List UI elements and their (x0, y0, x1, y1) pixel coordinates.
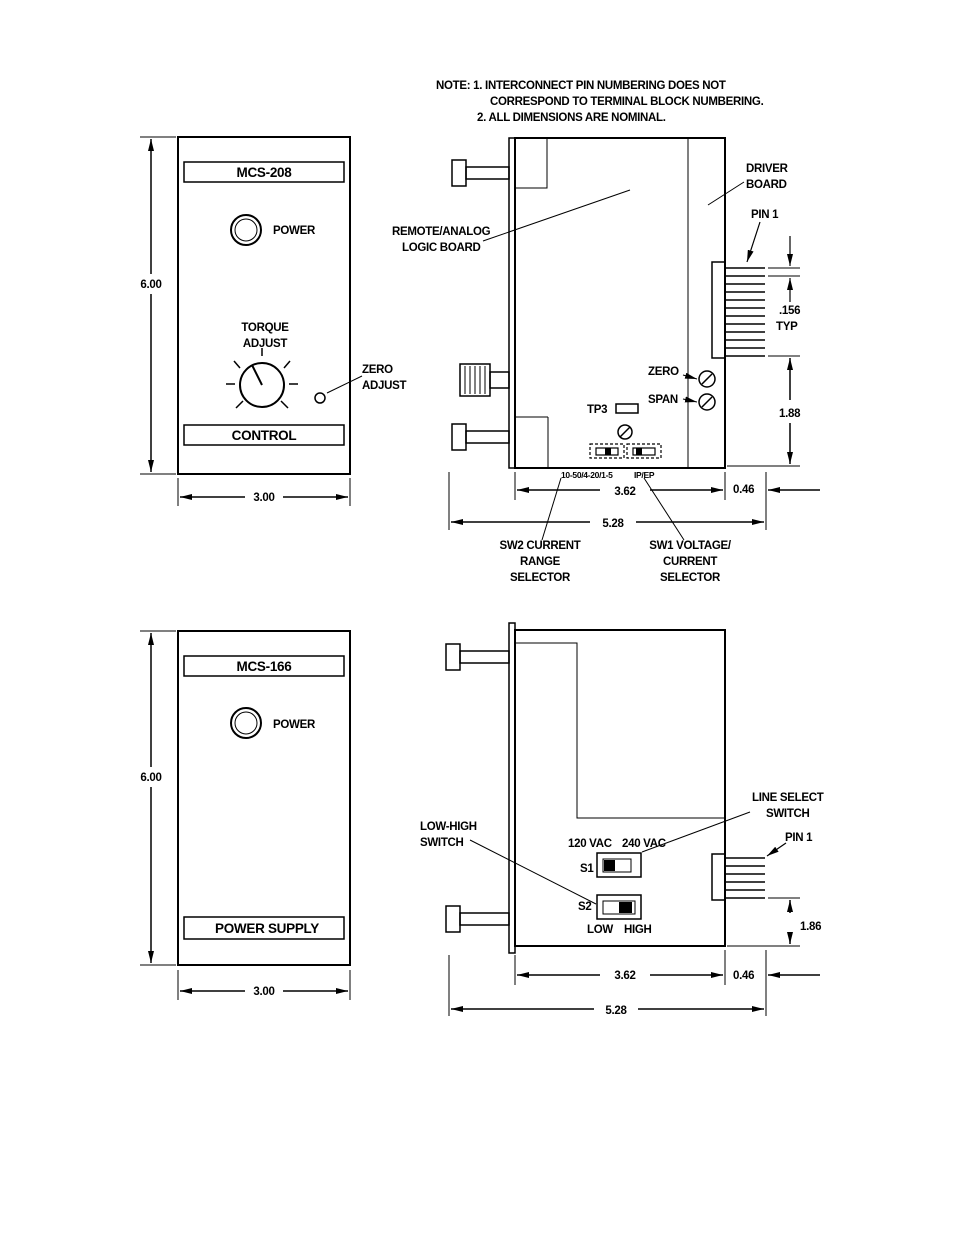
mcs166-height-dim: 6.00 (140, 772, 161, 784)
mcs208-function-label-plate (183, 424, 345, 446)
s1-switch (596, 852, 642, 878)
side1-pin1-label: PIN 1 (751, 209, 779, 221)
pitch-dim: .156 (779, 305, 800, 317)
mcs208-width-dim: 3.00 (253, 492, 274, 504)
line-select-label-1: LINE SELECT (752, 792, 824, 804)
low-label: LOW (587, 924, 613, 936)
sw1-switch (632, 447, 656, 456)
tp3-testpoint (615, 403, 639, 414)
s2-label: S2 (578, 901, 591, 913)
mcs208-torque-label-2: ADJUST (243, 338, 287, 350)
zero-adjust-pot (314, 392, 326, 404)
mcs166-power-led-inner (234, 711, 258, 735)
mcs166-side-view: PIN 1 120 VAC 240 VAC S1 S2 LOW HIGH LIN… (420, 622, 824, 1017)
sw2-caption-3: SELECTOR (510, 572, 571, 584)
sw1-caption-3: SELECTOR (660, 572, 721, 584)
mcs166-model-label: MCS-166 (237, 659, 293, 674)
line-select-label-2: SWITCH (766, 808, 810, 820)
low-high-label-1: LOW-HIGH (420, 821, 477, 833)
sw1-caption-1: SW1 VOLTAGE/ (649, 540, 732, 552)
torque-adjust-knob (226, 348, 298, 409)
side1-zero-label: ZERO (648, 366, 679, 378)
mcs166-dimensions: 6.00 3.00 (140, 630, 351, 1000)
sw1-position-text: IP/EP (634, 470, 655, 480)
sw2-caption-2: RANGE (520, 556, 561, 568)
side2-housing (514, 629, 726, 947)
mcs208-model-label: MCS-208 (237, 165, 293, 180)
mcs208-torque-label-1: TORQUE (241, 322, 289, 334)
side2-pin-block (711, 853, 726, 901)
side1-screw (617, 424, 633, 440)
note-line-1: NOTE: 1. INTERCONNECT PIN NUMBERING DOES… (436, 80, 726, 92)
driver-board-label-2: BOARD (746, 179, 787, 191)
remote-board-label-1: REMOTE/ANALOG (392, 226, 491, 238)
mcs166-power-label: POWER (273, 719, 316, 731)
sw1-caption-2: CURRENT (663, 556, 717, 568)
sw2-position-text: 10-50/4-20/1-5 (561, 470, 613, 480)
mcs166-model-label-plate (183, 655, 345, 677)
remote-board-label-2: LOGIC BOARD (402, 242, 480, 254)
mcs208-power-led (230, 214, 262, 246)
note-line-3: 2. ALL DIMENSIONS ARE NOMINAL. (477, 112, 666, 124)
mcs166-width-dim: 3.00 (253, 986, 274, 998)
driver-board-label-1: DRIVER (746, 163, 789, 175)
mcs208-model-label-plate (183, 161, 345, 183)
mcs208-function-label: CONTROL (232, 428, 297, 443)
sw2-caption-1: SW2 CURRENT (499, 540, 580, 552)
side1-height-dim: 1.88 (779, 408, 801, 420)
sw2-outline (589, 443, 625, 459)
mcs208-zero-label-1: ZERO (362, 364, 393, 376)
mcs166-front-panel: MCS-166 POWER POWER SUPPLY (177, 630, 351, 966)
mcs208-power-led-inner (234, 218, 258, 242)
v240-label: 240 VAC (622, 838, 666, 850)
v120-label: 120 VAC (568, 838, 612, 850)
sw1-outline (626, 443, 662, 459)
mcs208-power-label: POWER (273, 225, 316, 237)
side1-tp3-label: TP3 (587, 404, 607, 416)
pitch-typ: TYP (776, 321, 798, 333)
side2-total-dim: 5.28 (605, 1005, 627, 1017)
side2-depth-dim: 3.62 (614, 970, 635, 982)
side2-height-dim: 1.86 (800, 921, 821, 933)
mcs166-function-label-plate (183, 916, 345, 940)
s2-switch (596, 894, 642, 920)
notes: NOTE: 1. INTERCONNECT PIN NUMBERING DOES… (436, 80, 764, 124)
side1-total-dim: 5.28 (602, 518, 624, 530)
high-label: HIGH (624, 924, 652, 936)
mcs166-function-label: POWER SUPPLY (215, 921, 319, 936)
zero-pot (698, 370, 716, 388)
mcs166-panel-outline (177, 630, 351, 966)
side2-pin1-label: PIN 1 (785, 832, 813, 844)
mcs208-side-view: ZERO SPAN TP3 10-50/4-20/1-5 IP/EP REMOT… (392, 137, 820, 584)
side1-depth-dim: 3.62 (614, 486, 635, 498)
mcs208-panel-outline (177, 136, 351, 475)
side1-pin-block (711, 261, 726, 359)
low-high-label-2: SWITCH (420, 837, 464, 849)
span-pot (698, 393, 716, 411)
side1-span-label: SPAN (648, 394, 678, 406)
mcs208-front-panel: MCS-208 POWER TORQUE ADJUST ZERO ADJUST … (177, 136, 407, 475)
side1-rear-dim: 0.46 (733, 484, 754, 496)
s1-label: S1 (580, 863, 594, 875)
mcs208-height-dim: 6.00 (140, 279, 161, 291)
note-line-2: CORRESPOND TO TERMINAL BLOCK NUMBERING. (490, 96, 764, 108)
mcs166-power-led (230, 707, 262, 739)
side2-rear-dim: 0.46 (733, 970, 754, 982)
mcs208-dimensions: 6.00 3.00 (140, 136, 351, 506)
mcs208-zero-label-2: ADJUST (362, 380, 406, 392)
